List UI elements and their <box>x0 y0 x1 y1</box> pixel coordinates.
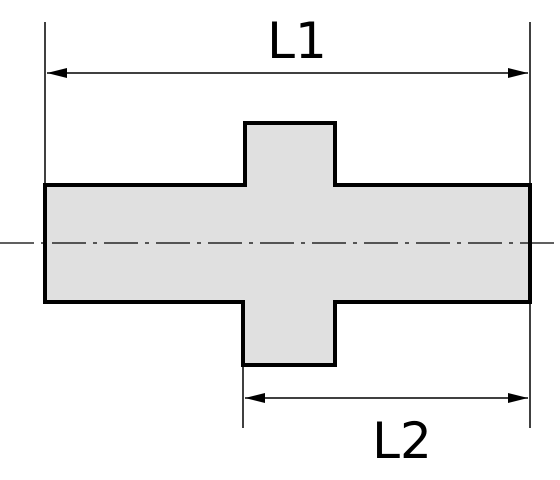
label-l2: L2 <box>372 412 432 470</box>
fitting-body <box>43 121 532 367</box>
label-l1: L1 <box>267 12 327 70</box>
